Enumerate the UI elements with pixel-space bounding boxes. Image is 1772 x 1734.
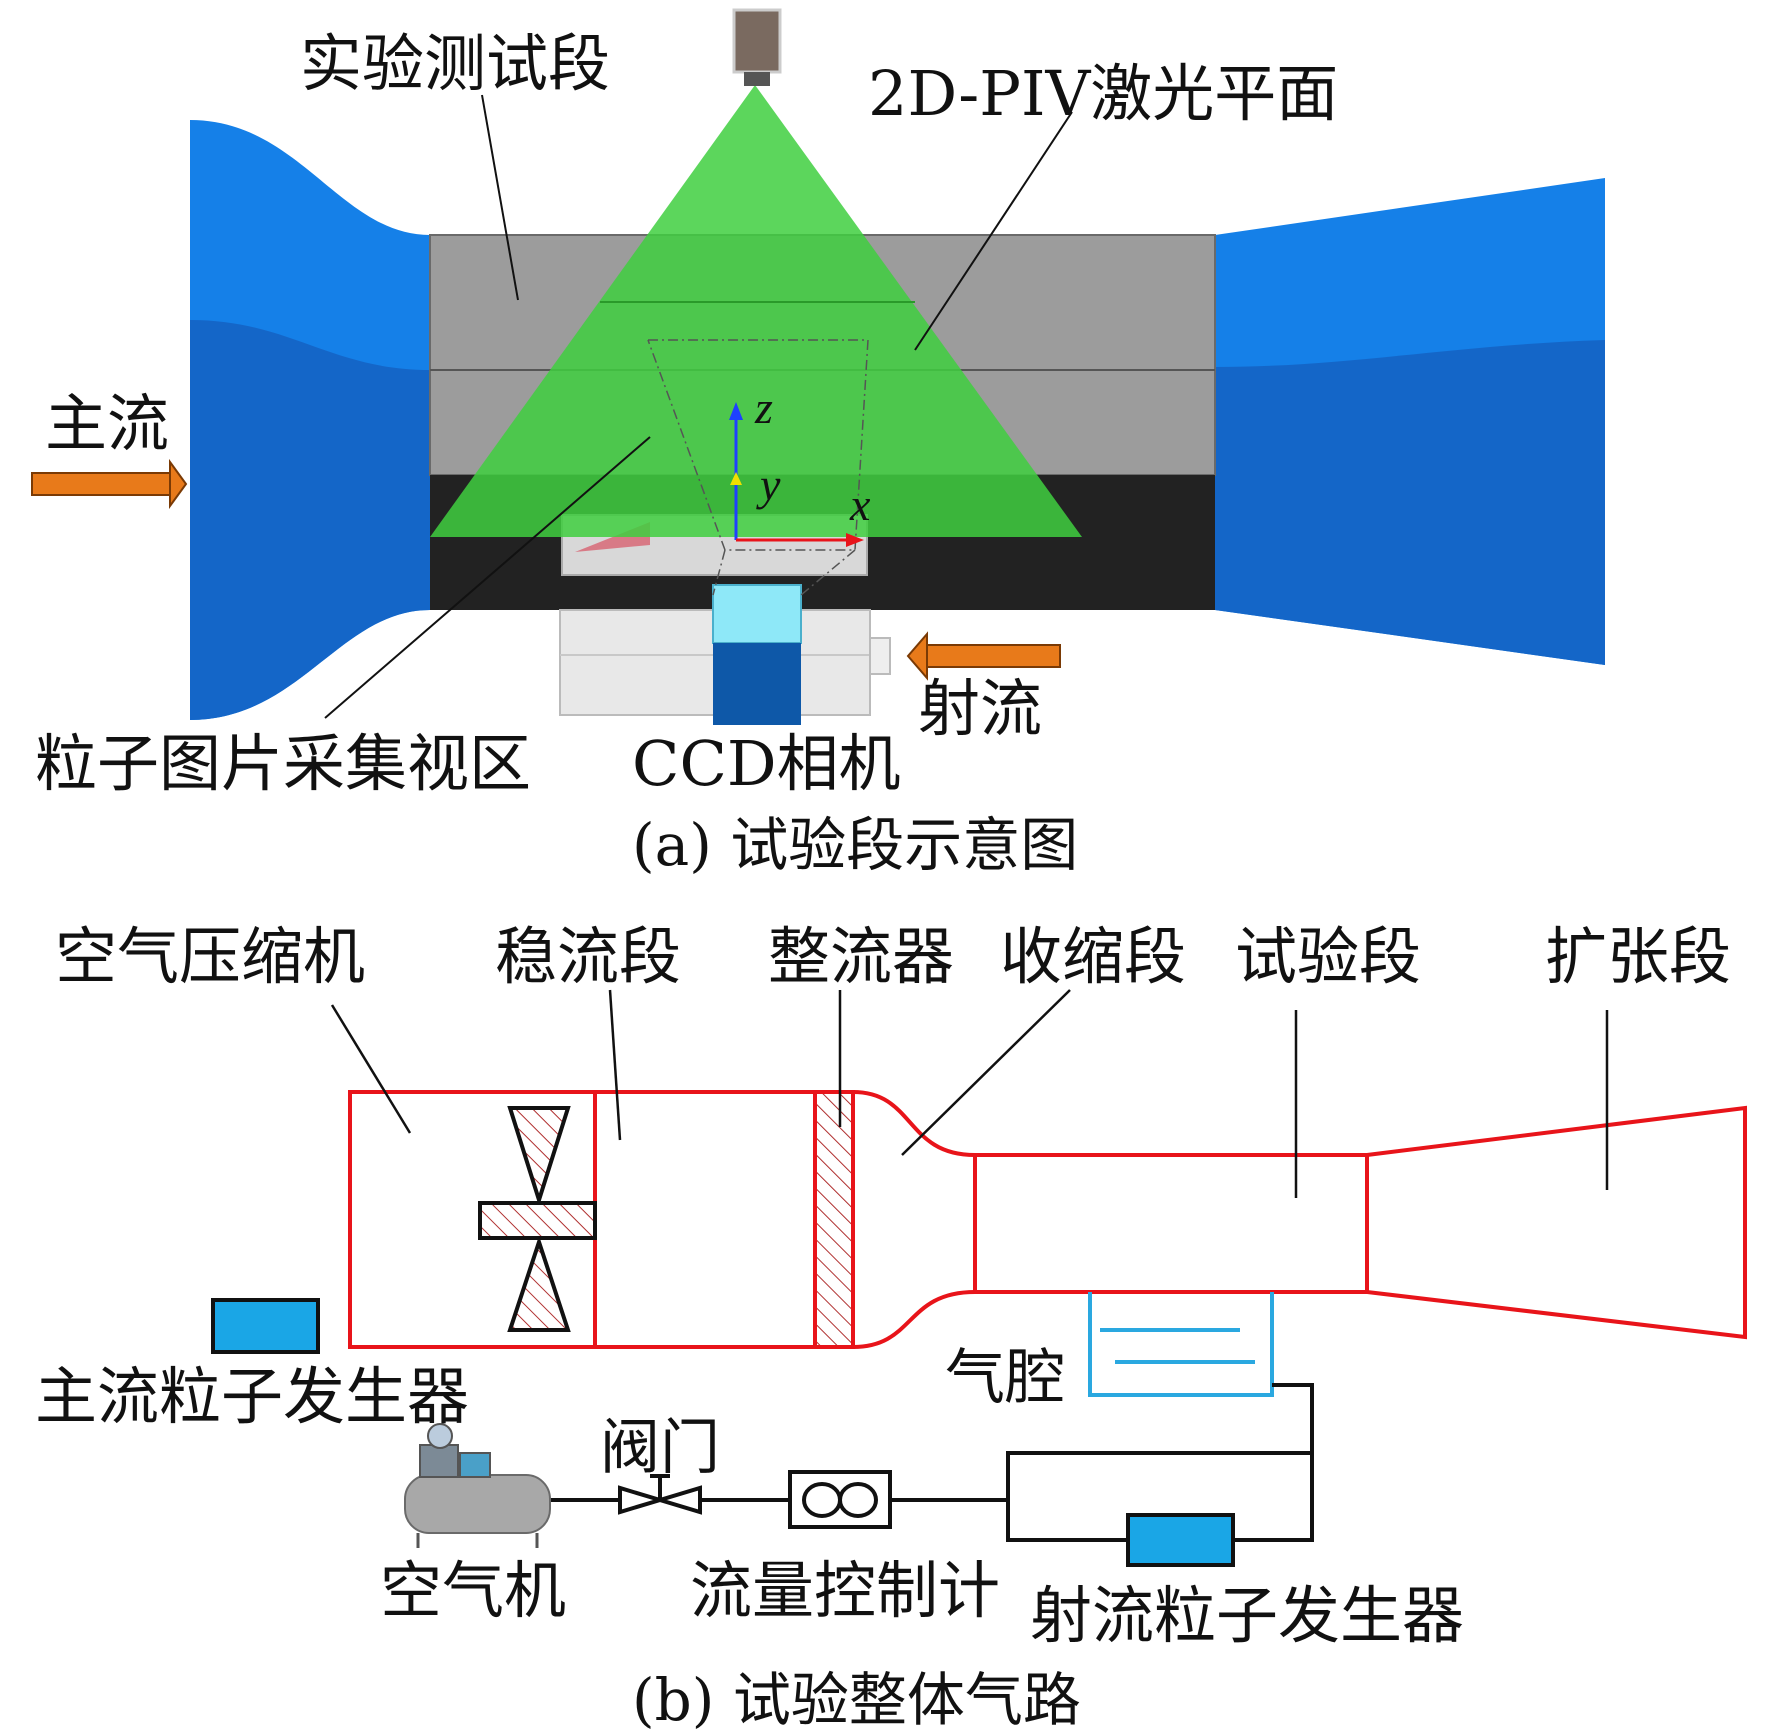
jet-arrow-icon [906,631,1061,681]
main-seeder-box [211,1298,320,1354]
caption-a: (a) 试验段示意图 [632,811,1078,879]
label-flow-controller: 流量控制计 [690,1554,1000,1627]
leader-lines-b [330,989,1609,1198]
y-axis-head [730,472,742,485]
air-pipe [550,1383,1314,1542]
rectifier-screen [813,1090,855,1349]
label-test-section: 实验测试段 [300,27,610,100]
label-ccd-camera: CCD相机 [632,727,901,800]
panel-a: z y x 实验测试段 2D-PIV激光平面 主流 射流 粒子图片采集视区 CC… [31,8,1605,879]
contraction-section [852,1090,976,1349]
label-air-compressor: 空气压缩机 [55,920,365,993]
plenum-cavity [1088,1292,1274,1397]
fan-icon [478,1106,597,1332]
label-test: 试验段 [1235,920,1421,993]
view-area [647,339,869,551]
main-flow-arrow-icon [31,458,188,510]
label-diffuser: 扩张段 [1545,920,1731,993]
leader-view-area [324,436,651,719]
valve-icon [618,1474,702,1515]
jet-port [869,637,891,675]
x-axis-label: x [849,479,871,530]
jet-seeder-box [1126,1513,1235,1567]
label-contraction: 收缩段 [1000,920,1186,993]
test-section-b [973,1153,1369,1294]
leader-laser-plane [914,111,1073,351]
panel-b: 空气压缩机 稳流段 整流器 收缩段 试验段 扩张段 气腔 主流粒子发生器 阀门 … [35,920,1747,1734]
label-main-flow: 主流 [45,387,169,460]
view-area-leg-right [800,549,856,596]
diffuser-section [1365,1105,1747,1340]
laser-head-base [744,72,770,86]
label-jet-seeder: 射流粒子发生器 [1030,1579,1464,1652]
z-axis-head [729,402,743,420]
flow-controller-icon [788,1470,892,1529]
label-view-area: 粒子图片采集视区 [35,727,531,800]
z-axis-label: z [754,382,773,433]
x-axis-head [846,533,864,547]
label-laser-plane: 2D-PIV激光平面 [868,57,1338,130]
settling-section [593,1090,817,1349]
y-axis-label: y [756,459,781,510]
ccd-camera-lens [712,584,802,644]
outlet-diffuser-lower [1215,340,1605,665]
air-machine-icon [404,1423,551,1548]
caption-b: (b) 试验整体气路 [632,1666,1081,1734]
label-jet: 射流 [918,672,1042,745]
leader-test-section [481,94,519,301]
view-area-leg-left [712,549,726,596]
label-plenum: 气腔 [945,1343,1065,1413]
label-settling: 稳流段 [495,920,681,993]
ccd-camera-body [713,643,801,725]
laser-head [732,8,782,74]
label-air-machine: 空气机 [380,1554,566,1627]
label-valve: 阀门 [600,1413,720,1483]
laser-sheet [430,85,1082,537]
label-rectifier: 整流器 [768,920,954,993]
label-main-seeder: 主流粒子发生器 [35,1360,469,1433]
inlet-nozzle-lower [190,320,430,720]
